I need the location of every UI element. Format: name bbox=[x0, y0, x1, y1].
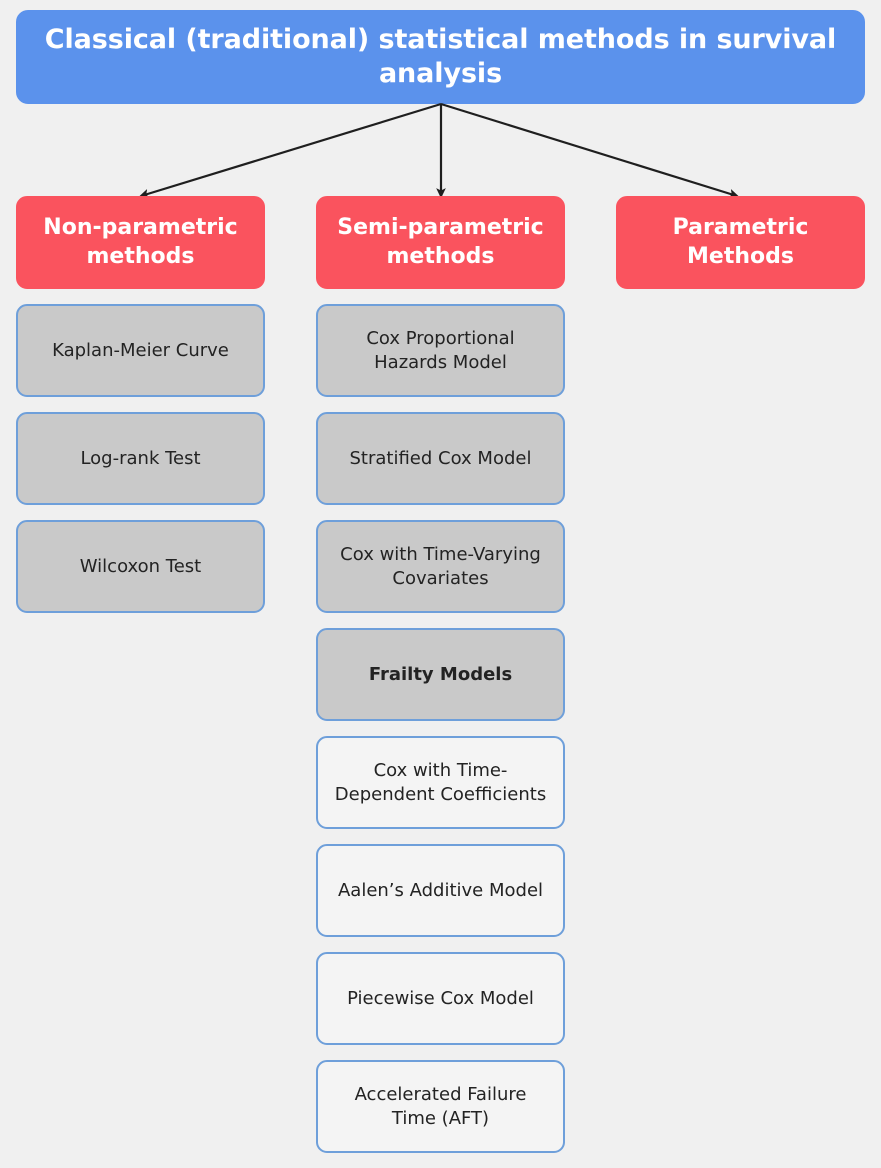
category-node-parametric-methods[interactable]: Parametric Methods bbox=[616, 196, 865, 289]
method-node-log-rank-test[interactable]: Log-rank Test bbox=[16, 412, 265, 505]
method-node-stratified-cox-model[interactable]: Stratified Cox Model bbox=[316, 412, 565, 505]
root-node-classical-methods[interactable]: Classical (traditional) statistical meth… bbox=[16, 10, 865, 104]
method-node-kaplan-meier-curve[interactable]: Kaplan-Meier Curve bbox=[16, 304, 265, 397]
root-node-label: Classical (traditional) statistical meth… bbox=[44, 24, 837, 89]
method-node-cox-with-time-dependent-coefficients[interactable]: Cox with Time-Dependent Coefficients bbox=[316, 736, 565, 829]
method-node-label: Wilcoxon Test bbox=[79, 555, 202, 577]
method-node-piecewise-cox-model[interactable]: Piecewise Cox Model bbox=[316, 952, 565, 1045]
method-node-aalen-s-additive-model[interactable]: Aalen’s Additive Model bbox=[316, 844, 565, 937]
arrow-to-non-parametric bbox=[138, 102, 442, 199]
method-node-label: Kaplan-Meier Curve bbox=[52, 339, 229, 361]
category-node-label: Semi-parametric methods bbox=[337, 215, 544, 269]
method-node-frailty-models[interactable]: Frailty Models bbox=[316, 628, 565, 721]
method-node-label: Cox with Time-Varying Covariates bbox=[340, 544, 541, 589]
method-node-label: Cox Proportional Hazards Model bbox=[366, 328, 515, 373]
category-node-label: Parametric Methods bbox=[672, 215, 809, 269]
category-node-semi-parametric-methods[interactable]: Semi-parametric methods bbox=[316, 196, 565, 289]
method-node-cox-proportional-hazards-model[interactable]: Cox Proportional Hazards Model bbox=[316, 304, 565, 397]
method-node-cox-with-time-varying-covariates[interactable]: Cox with Time-Varying Covariates bbox=[316, 520, 565, 613]
method-node-label: Cox with Time-Dependent Coefficients bbox=[334, 760, 547, 805]
method-node-label: Frailty Models bbox=[368, 663, 513, 685]
method-node-wilcoxon-test[interactable]: Wilcoxon Test bbox=[16, 520, 265, 613]
method-node-label: Stratified Cox Model bbox=[349, 447, 532, 469]
method-node-label: Piecewise Cox Model bbox=[347, 987, 534, 1009]
method-node-label: Aalen’s Additive Model bbox=[337, 879, 544, 901]
arrow-to-parametric bbox=[440, 102, 740, 199]
category-node-label: Non-parametric methods bbox=[43, 215, 238, 269]
method-node-accelerated-failure-time-aft[interactable]: Accelerated Failure Time (AFT) bbox=[316, 1060, 565, 1153]
method-node-label: Log-rank Test bbox=[80, 447, 201, 469]
survival-analysis-methods-diagram: Classical (traditional) statistical meth… bbox=[16, 10, 865, 1153]
method-node-label: Accelerated Failure Time (AFT) bbox=[354, 1084, 527, 1129]
category-node-non-parametric-methods[interactable]: Non-parametric methods bbox=[16, 196, 265, 289]
column-parametric: Parametric Methods bbox=[616, 196, 865, 304]
